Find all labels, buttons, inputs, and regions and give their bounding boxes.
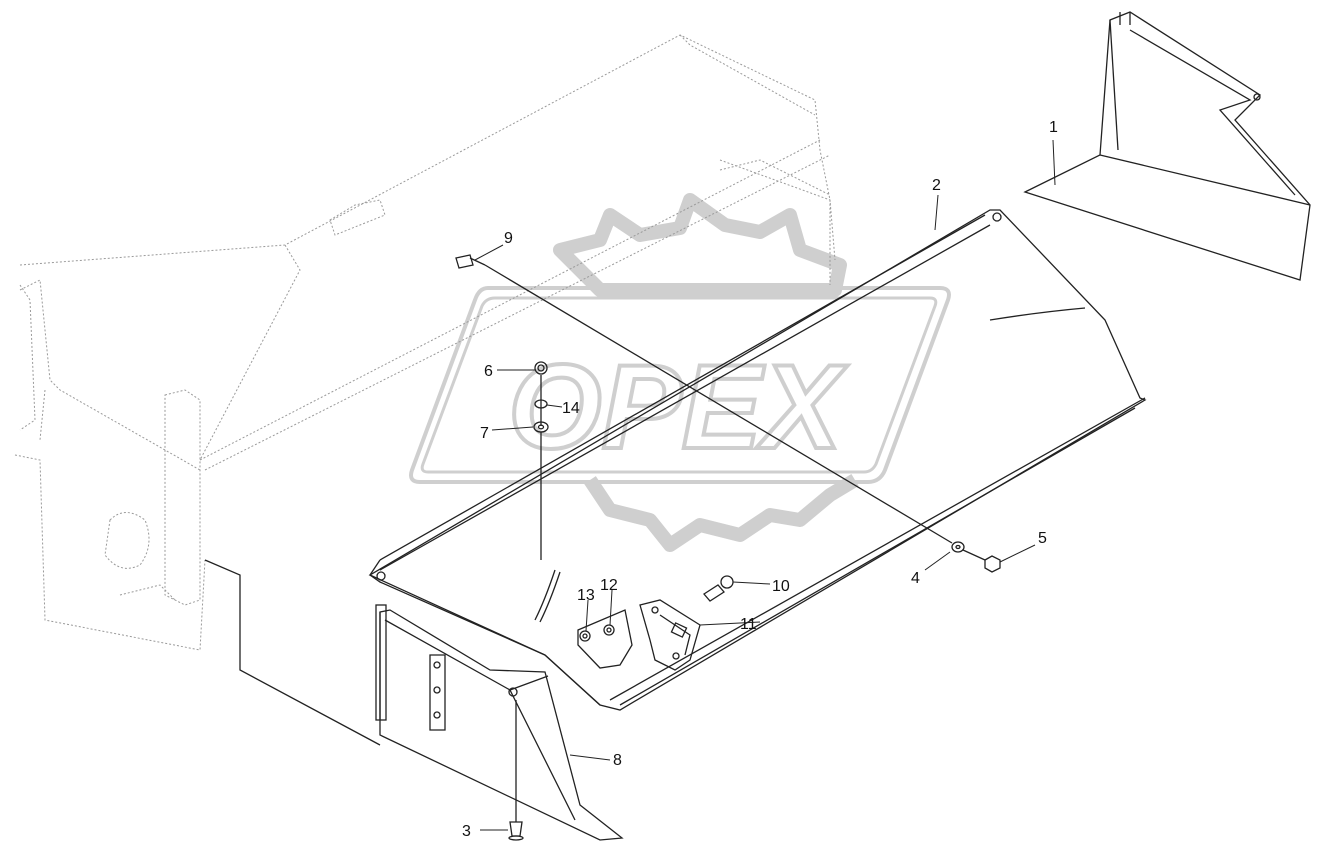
nut-6 (534, 361, 548, 375)
bolt-3 (509, 821, 523, 837)
watermark-badge-inner (420, 296, 938, 474)
bolt-9 (455, 254, 486, 269)
watermark-text: OPEX (508, 340, 848, 474)
background-frame (14, 34, 836, 651)
part-1-deflector (1023, 11, 1311, 281)
callout-10: 10 (772, 578, 790, 595)
callout-12: 12 (600, 577, 618, 594)
nut-12 (603, 624, 615, 636)
callout-1: 1 (1049, 119, 1058, 136)
callout-14: 14 (562, 400, 580, 417)
callout-2: 2 (932, 177, 941, 194)
bolt-10 (703, 584, 725, 602)
leader-lines (474, 139, 1056, 831)
fasteners (455, 254, 1001, 841)
callout-9: 9 (504, 230, 513, 247)
callout-8: 8 (613, 752, 622, 769)
opex-watermark: OPEX (409, 193, 951, 552)
callout-4: 4 (911, 570, 920, 587)
callout-6: 6 (484, 363, 493, 380)
callout-labels: 1 2 3 4 5 6 7 8 9 10 11 12 13 14 (462, 119, 1058, 840)
nut-5 (984, 555, 1001, 573)
part-2-cover-panel (368, 209, 1147, 711)
part-8-side-shield (204, 559, 624, 841)
callout-11: 11 (740, 616, 757, 633)
watermark-badge-outer (409, 286, 951, 484)
callout-5: 5 (1038, 530, 1047, 547)
watermark-gear (553, 193, 847, 297)
callout-7: 7 (480, 425, 489, 442)
washer-4 (951, 541, 965, 553)
callout-3: 3 (462, 823, 471, 840)
watermark-gear-lower (584, 473, 859, 552)
callout-13: 13 (577, 587, 595, 604)
part-11-hinge-bracket (577, 599, 701, 671)
nut-13 (579, 630, 591, 642)
